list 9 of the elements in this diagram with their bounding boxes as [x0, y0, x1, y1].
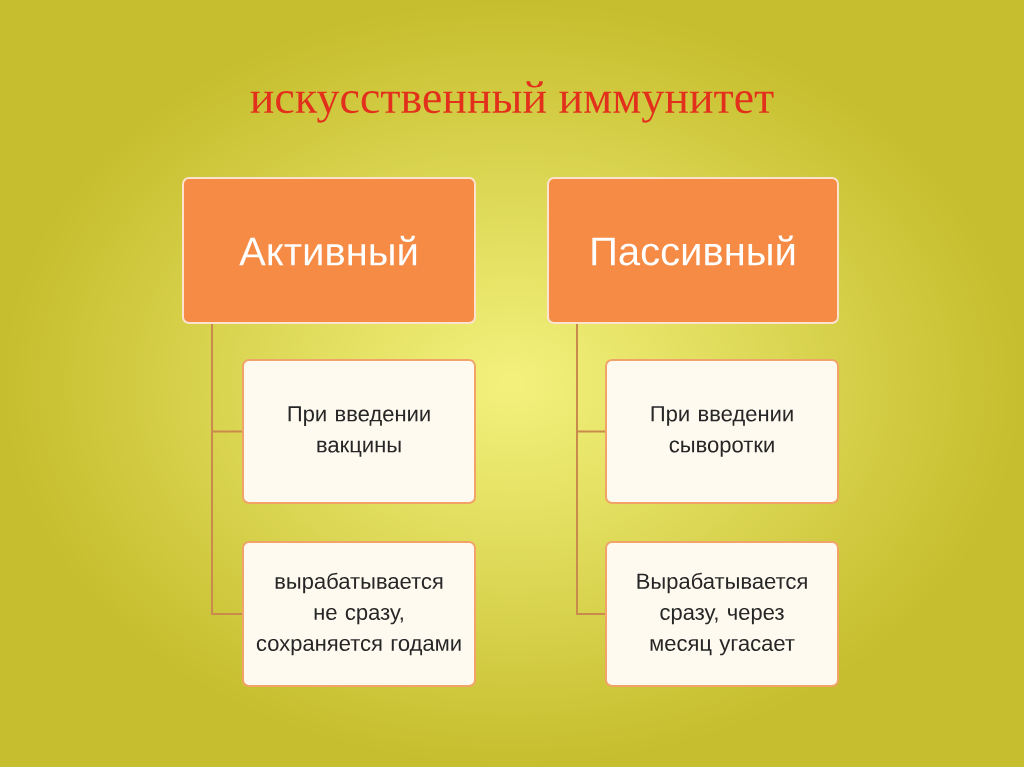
category-box: Активный: [182, 177, 476, 324]
connector-line: [576, 323, 606, 615]
connector-line: [211, 323, 243, 615]
description-box: Вырабатывается сразу, через месяц угасает: [605, 541, 839, 687]
title: искусственный иммунитет: [250, 81, 774, 123]
description-box: вырабатывается не сразу, сохраняется годами: [242, 541, 476, 687]
description-box: При введении вакцины: [242, 359, 476, 504]
category-box: Пассивный: [547, 177, 839, 324]
description-box: При введении сыворотки: [605, 359, 839, 504]
